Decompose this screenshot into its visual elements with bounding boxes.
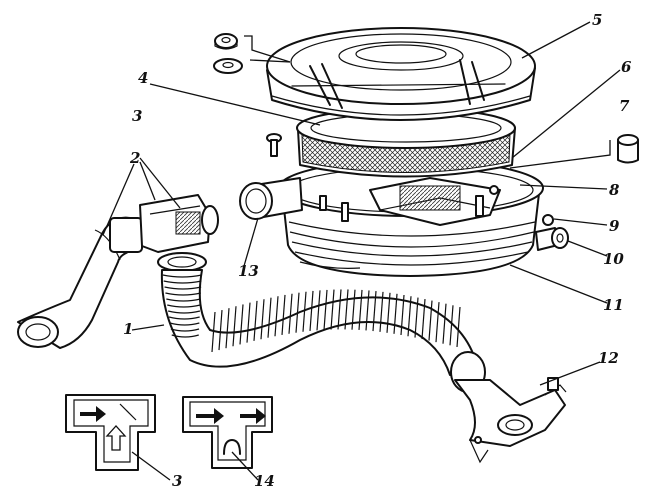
inset-valve-3 <box>65 394 156 471</box>
callout-5: 5 <box>592 11 602 29</box>
callout-3-inset: 3 <box>172 472 182 490</box>
cover-washer <box>213 58 243 74</box>
callout-10: 10 <box>603 250 624 268</box>
thermo-valve <box>109 194 219 272</box>
inset-valve-14 <box>182 396 273 469</box>
callout-13: 13 <box>238 262 259 280</box>
callout-12: 12 <box>598 349 619 367</box>
callout-9: 9 <box>609 217 620 235</box>
callout-3: 3 <box>132 107 142 125</box>
leader-lines <box>102 21 621 481</box>
fitting-10 <box>535 227 569 251</box>
callout-11: 11 <box>603 296 624 314</box>
callout-8: 8 <box>609 181 620 199</box>
fitting-9 <box>542 214 554 226</box>
callout-7: 7 <box>619 97 630 115</box>
cover-nut <box>214 33 238 50</box>
callout-1: 1 <box>123 320 133 338</box>
outlet-elbow <box>450 351 567 464</box>
corrugated-hose <box>160 269 479 376</box>
filter-cover <box>266 27 536 121</box>
callout-6: 6 <box>621 58 632 76</box>
screw <box>266 133 282 157</box>
cap <box>617 134 639 164</box>
callout-2: 2 <box>129 149 140 167</box>
callouts: 1 2 3 3 4 5 6 7 8 9 10 11 12 13 14 <box>123 11 632 490</box>
callout-14: 14 <box>254 472 275 490</box>
side-inlet <box>239 177 303 220</box>
filter-element <box>319 177 501 226</box>
mesh-filter-ring <box>296 107 516 178</box>
callout-4: 4 <box>138 69 148 87</box>
